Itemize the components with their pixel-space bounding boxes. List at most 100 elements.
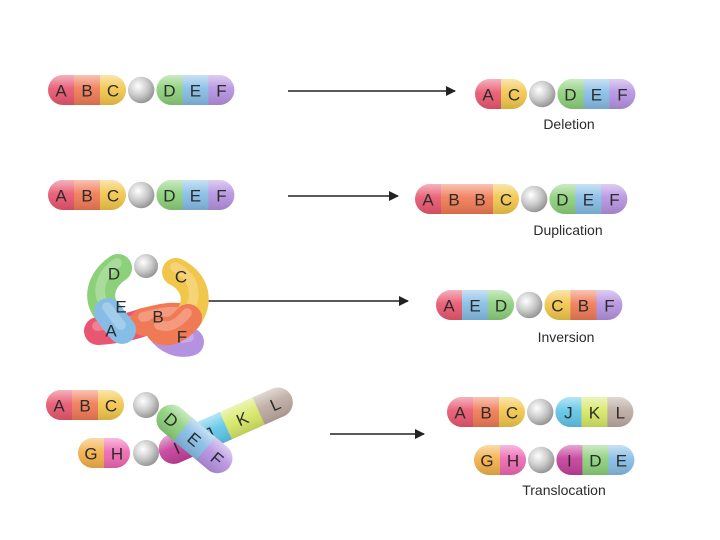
gene-label-b: B — [81, 187, 92, 206]
left-arm — [48, 180, 126, 210]
gene-label-e: E — [591, 86, 602, 105]
gene-label-e: E — [616, 452, 627, 471]
gene-label-c: C — [551, 297, 563, 316]
inversion-before-loop: D C E B A F — [84, 254, 209, 357]
gene-label-d: D — [163, 187, 175, 206]
centromere — [521, 185, 548, 213]
arm-gloss — [447, 397, 525, 427]
gene-label-a: A — [482, 86, 494, 105]
right-arm — [556, 445, 635, 475]
arm-gloss — [415, 184, 519, 214]
left-arm — [415, 184, 519, 214]
centromere — [528, 446, 555, 474]
gene-label-e: E — [190, 82, 201, 101]
caption-deletion: Deletion — [543, 116, 594, 132]
arm-gloss — [156, 75, 235, 105]
gene-label-c: C — [107, 187, 119, 206]
gene-label-c: C — [105, 397, 117, 416]
arm-gloss — [556, 445, 635, 475]
centromere — [133, 392, 159, 418]
right-arm — [555, 397, 634, 427]
left-arm — [474, 445, 526, 475]
gene-label-b: B — [480, 404, 491, 423]
gene-label-c: C — [508, 86, 520, 105]
gene-label-c: C — [107, 82, 119, 101]
centromere — [529, 80, 556, 108]
tube-segment-b2 — [146, 304, 202, 346]
gene-label-j: J — [564, 404, 573, 423]
gene-label-a: A — [422, 191, 434, 210]
centromere — [527, 398, 554, 426]
left-arm — [46, 390, 124, 420]
gene-label-g: G — [480, 452, 493, 471]
arm-gloss — [156, 180, 235, 210]
gene-label-f: F — [216, 187, 226, 206]
loop-label-b: B — [152, 308, 163, 327]
arm-gloss — [544, 290, 623, 320]
chromosomes-layer: ABCDEFACDEFABCDEFABBCDEFDCEBAFAEDCBFGHIJ… — [46, 75, 636, 480]
arm-gloss — [78, 438, 130, 468]
gene-label-f: F — [609, 191, 619, 210]
loop-label-c: C — [175, 268, 187, 287]
gene-label-i: I — [567, 452, 572, 471]
caption-inversion: Inversion — [538, 329, 595, 345]
gene-label-b: B — [578, 297, 589, 316]
loop-label-d: D — [108, 265, 120, 284]
gene-label-c: C — [506, 404, 518, 423]
arm-gloss — [555, 397, 634, 427]
gene-label-f: F — [604, 297, 614, 316]
gene-label-b: B — [474, 191, 485, 210]
right-arm — [557, 79, 636, 109]
gene-label-d: D — [564, 86, 576, 105]
gene-label-b: B — [448, 191, 459, 210]
arm-gloss — [46, 390, 124, 420]
caption-duplication: Duplication — [533, 222, 602, 238]
left-arm — [48, 75, 126, 105]
loop-label-f: F — [177, 328, 187, 347]
right-arm — [156, 75, 235, 105]
right-arm — [549, 184, 628, 214]
gene-label-a: A — [55, 82, 67, 101]
right-arm — [544, 290, 623, 320]
gene-label-c: C — [500, 191, 512, 210]
arm-gloss — [48, 180, 126, 210]
centromere — [134, 254, 158, 278]
loop-label-e: E — [115, 298, 126, 317]
centromere — [133, 440, 159, 466]
arm-gloss — [436, 290, 514, 320]
left-arm — [447, 397, 525, 427]
arm-gloss — [48, 75, 126, 105]
gene-label-l: L — [616, 404, 625, 423]
gene-label-d: D — [495, 297, 507, 316]
gene-label-a: A — [53, 397, 65, 416]
gene-label-d: D — [163, 82, 175, 101]
right-arm — [156, 180, 235, 210]
arm-gloss — [475, 79, 527, 109]
gene-label-d: D — [589, 452, 601, 471]
arm-gloss — [549, 184, 628, 214]
centromere — [128, 76, 155, 104]
gene-label-a: A — [443, 297, 455, 316]
tube-segment-e — [94, 298, 136, 344]
gene-label-b: B — [79, 397, 90, 416]
gene-label-f: F — [216, 82, 226, 101]
gene-label-e: E — [583, 191, 594, 210]
gene-label-k: K — [589, 404, 601, 423]
gene-label-d: D — [556, 191, 568, 210]
gene-label-a: A — [55, 187, 67, 206]
gene-label-h: H — [507, 452, 519, 471]
gene-label-h: H — [111, 445, 123, 464]
arm-gloss — [150, 398, 239, 480]
loop-label-a: A — [105, 322, 117, 341]
centromere — [516, 291, 543, 319]
left-arm — [436, 290, 514, 320]
gene-label-e: E — [190, 187, 201, 206]
